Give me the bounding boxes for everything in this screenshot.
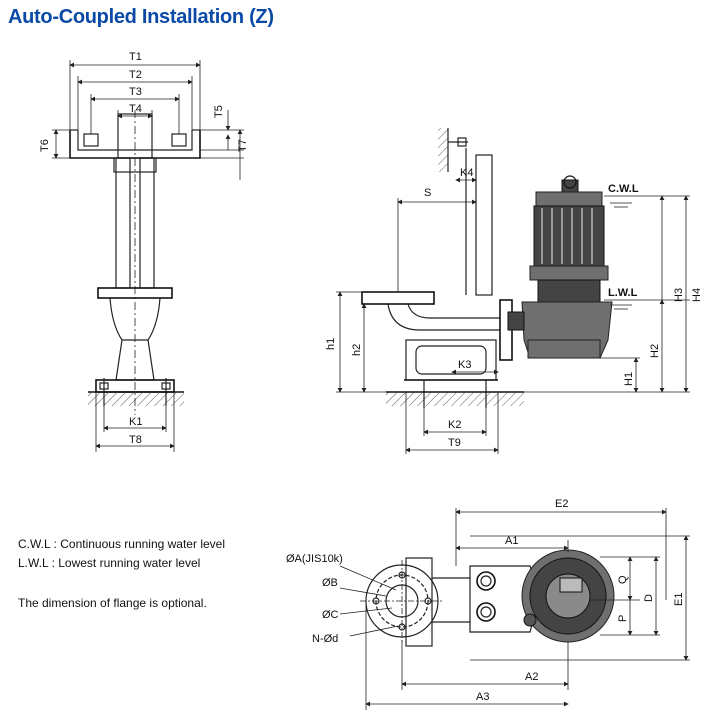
side-view: C.W.L L.W.L H1 H2 H3 H4 h1 h2 S K4 K3 xyxy=(325,128,703,454)
plan-view: E2 A1 A2 A3 Q P D E1 ØA(JIS10k) ØB ØC N-… xyxy=(286,498,690,710)
label-a2: A2 xyxy=(525,671,538,683)
label-a1: A1 xyxy=(505,535,518,547)
label-lwl: L.W.L xyxy=(608,287,638,299)
label-e2: E2 xyxy=(555,498,568,510)
side-guide-pipe xyxy=(475,154,493,296)
label-k2: K2 xyxy=(448,419,461,431)
label-flange-b: ØB xyxy=(322,577,338,589)
label-q: Q xyxy=(617,575,629,584)
pump-motor xyxy=(507,175,613,359)
label-t1: T1 xyxy=(129,51,142,63)
label-h1: H1 xyxy=(623,372,635,386)
label-h2-lower: h2 xyxy=(351,344,363,356)
label-d: D xyxy=(643,594,655,602)
label-a3: A3 xyxy=(476,691,489,703)
label-flange-c: ØC xyxy=(322,609,339,621)
label-k3: K3 xyxy=(458,359,471,371)
lwl-note: L.W.L : Lowest running water level xyxy=(18,556,201,570)
label-p: P xyxy=(617,615,629,622)
flange-note: The dimension of flange is optional. xyxy=(18,596,207,610)
label-e1: E1 xyxy=(673,593,685,606)
label-k4: K4 xyxy=(460,167,473,179)
label-h3: H3 xyxy=(673,288,685,302)
label-h1-lower: h1 xyxy=(325,338,337,350)
label-t9: T9 xyxy=(448,437,461,449)
guide-pipe-left xyxy=(115,157,131,289)
front-view: T1 T2 T3 T4 T5 T6 T7 K1 T8 xyxy=(39,51,249,452)
label-t2: T2 xyxy=(129,69,142,81)
page-title: Auto-Coupled Installation (Z) xyxy=(8,6,274,28)
label-t8: T8 xyxy=(129,434,142,446)
label-t3: T3 xyxy=(129,86,142,98)
label-flange-a: ØA(JIS10k) xyxy=(286,553,343,565)
label-cwl: C.W.L xyxy=(608,183,639,195)
label-k1: K1 xyxy=(129,416,142,428)
label-t6: T6 xyxy=(39,139,51,152)
guide-pipe-right xyxy=(139,157,155,289)
label-s: S xyxy=(424,187,431,199)
label-t5: T5 xyxy=(213,105,225,118)
cwl-note: C.W.L : Continuous running water level xyxy=(18,537,225,551)
label-h4: H4 xyxy=(691,288,703,302)
label-flange-nd: N-Ød xyxy=(312,633,338,645)
label-h2: H2 xyxy=(649,344,661,358)
label-t7: T7 xyxy=(237,139,249,152)
label-t4: T4 xyxy=(129,103,142,115)
